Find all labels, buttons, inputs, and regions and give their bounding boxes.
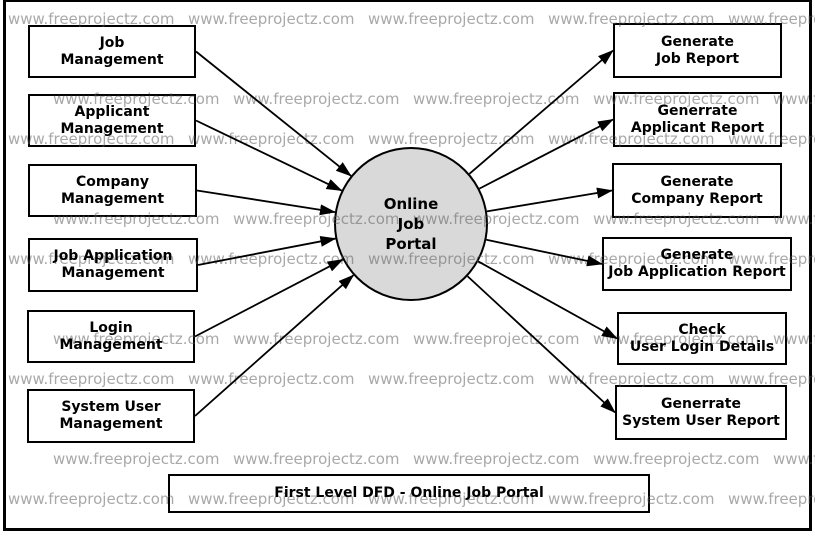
process-circle-online-job-portal: Online Job Portal [334,147,488,301]
entity-job-application-management: Job Application Management [28,238,198,292]
entity-company-management: Company Management [28,164,197,217]
dataflow-arrow-online-job-portal-to-generrate-applicant-report [478,118,614,190]
dataflow-arrow-system-user-management-to-online-job-portal [194,274,355,417]
entity-label: Generate Job Application Report [608,247,786,280]
entity-login-management: Login Management [27,310,195,363]
dataflow-arrow-job-management-to-online-job-portal [195,50,352,177]
entity-generrate-applicant-report: Generrate Applicant Report [613,92,782,147]
entity-label: Job Application Management [53,248,173,281]
entity-label: System User Management [59,399,163,432]
entity-label: Generrate Applicant Report [630,102,765,136]
dataflow-arrow-online-job-portal-to-check-user-login-details [477,260,618,340]
dataflow-arrow-online-job-portal-to-generate-company-report [486,187,613,213]
entity-label: Job Management [60,34,164,68]
entity-applicant-management: Applicant Management [28,94,196,147]
diagram-title-text: First Level DFD - Online Job Portal [274,485,544,501]
entity-generrate-system-user-report: Generrate System User Report [615,385,787,440]
entity-system-user-management: System User Management [27,389,195,443]
entity-label: Applicant Management [60,103,164,137]
dataflow-arrow-login-management-to-online-job-portal [194,258,344,338]
diagram-title-box: First Level DFD - Online Job Portal [168,474,650,513]
dataflow-arrow-company-management-to-online-job-portal [196,189,336,216]
entity-job-management: Job Management [28,25,196,78]
entity-generate-job-report: Generate Job Report [613,23,782,78]
entity-label: Login Management [59,319,163,353]
entity-label: Generrate System User Report [622,395,780,429]
dataflow-arrow-online-job-portal-to-generrate-system-user-report [466,275,616,414]
diagram-border-frame [3,0,812,531]
dataflow-arrow-applicant-management-to-online-job-portal [195,119,343,192]
entity-label: Generate Job Report [655,33,740,67]
entity-check-user-login-details: Check User Login Details [617,312,787,365]
entity-label: Company Management [60,173,165,207]
entity-label: Check User Login Details [629,321,775,355]
dataflow-arrow-online-job-portal-to-generate-job-application-report [486,238,603,267]
entity-generate-company-report: Generate Company Report [612,163,782,218]
dataflow-arrow-job-application-management-to-online-job-portal [197,235,337,266]
dataflow-arrow-online-job-portal-to-generate-job-report [468,49,614,175]
process-label: Online Job Portal [383,195,439,253]
entity-label: Generate Company Report [631,173,763,207]
entity-generate-job-application-report: Generate Job Application Report [602,237,792,291]
